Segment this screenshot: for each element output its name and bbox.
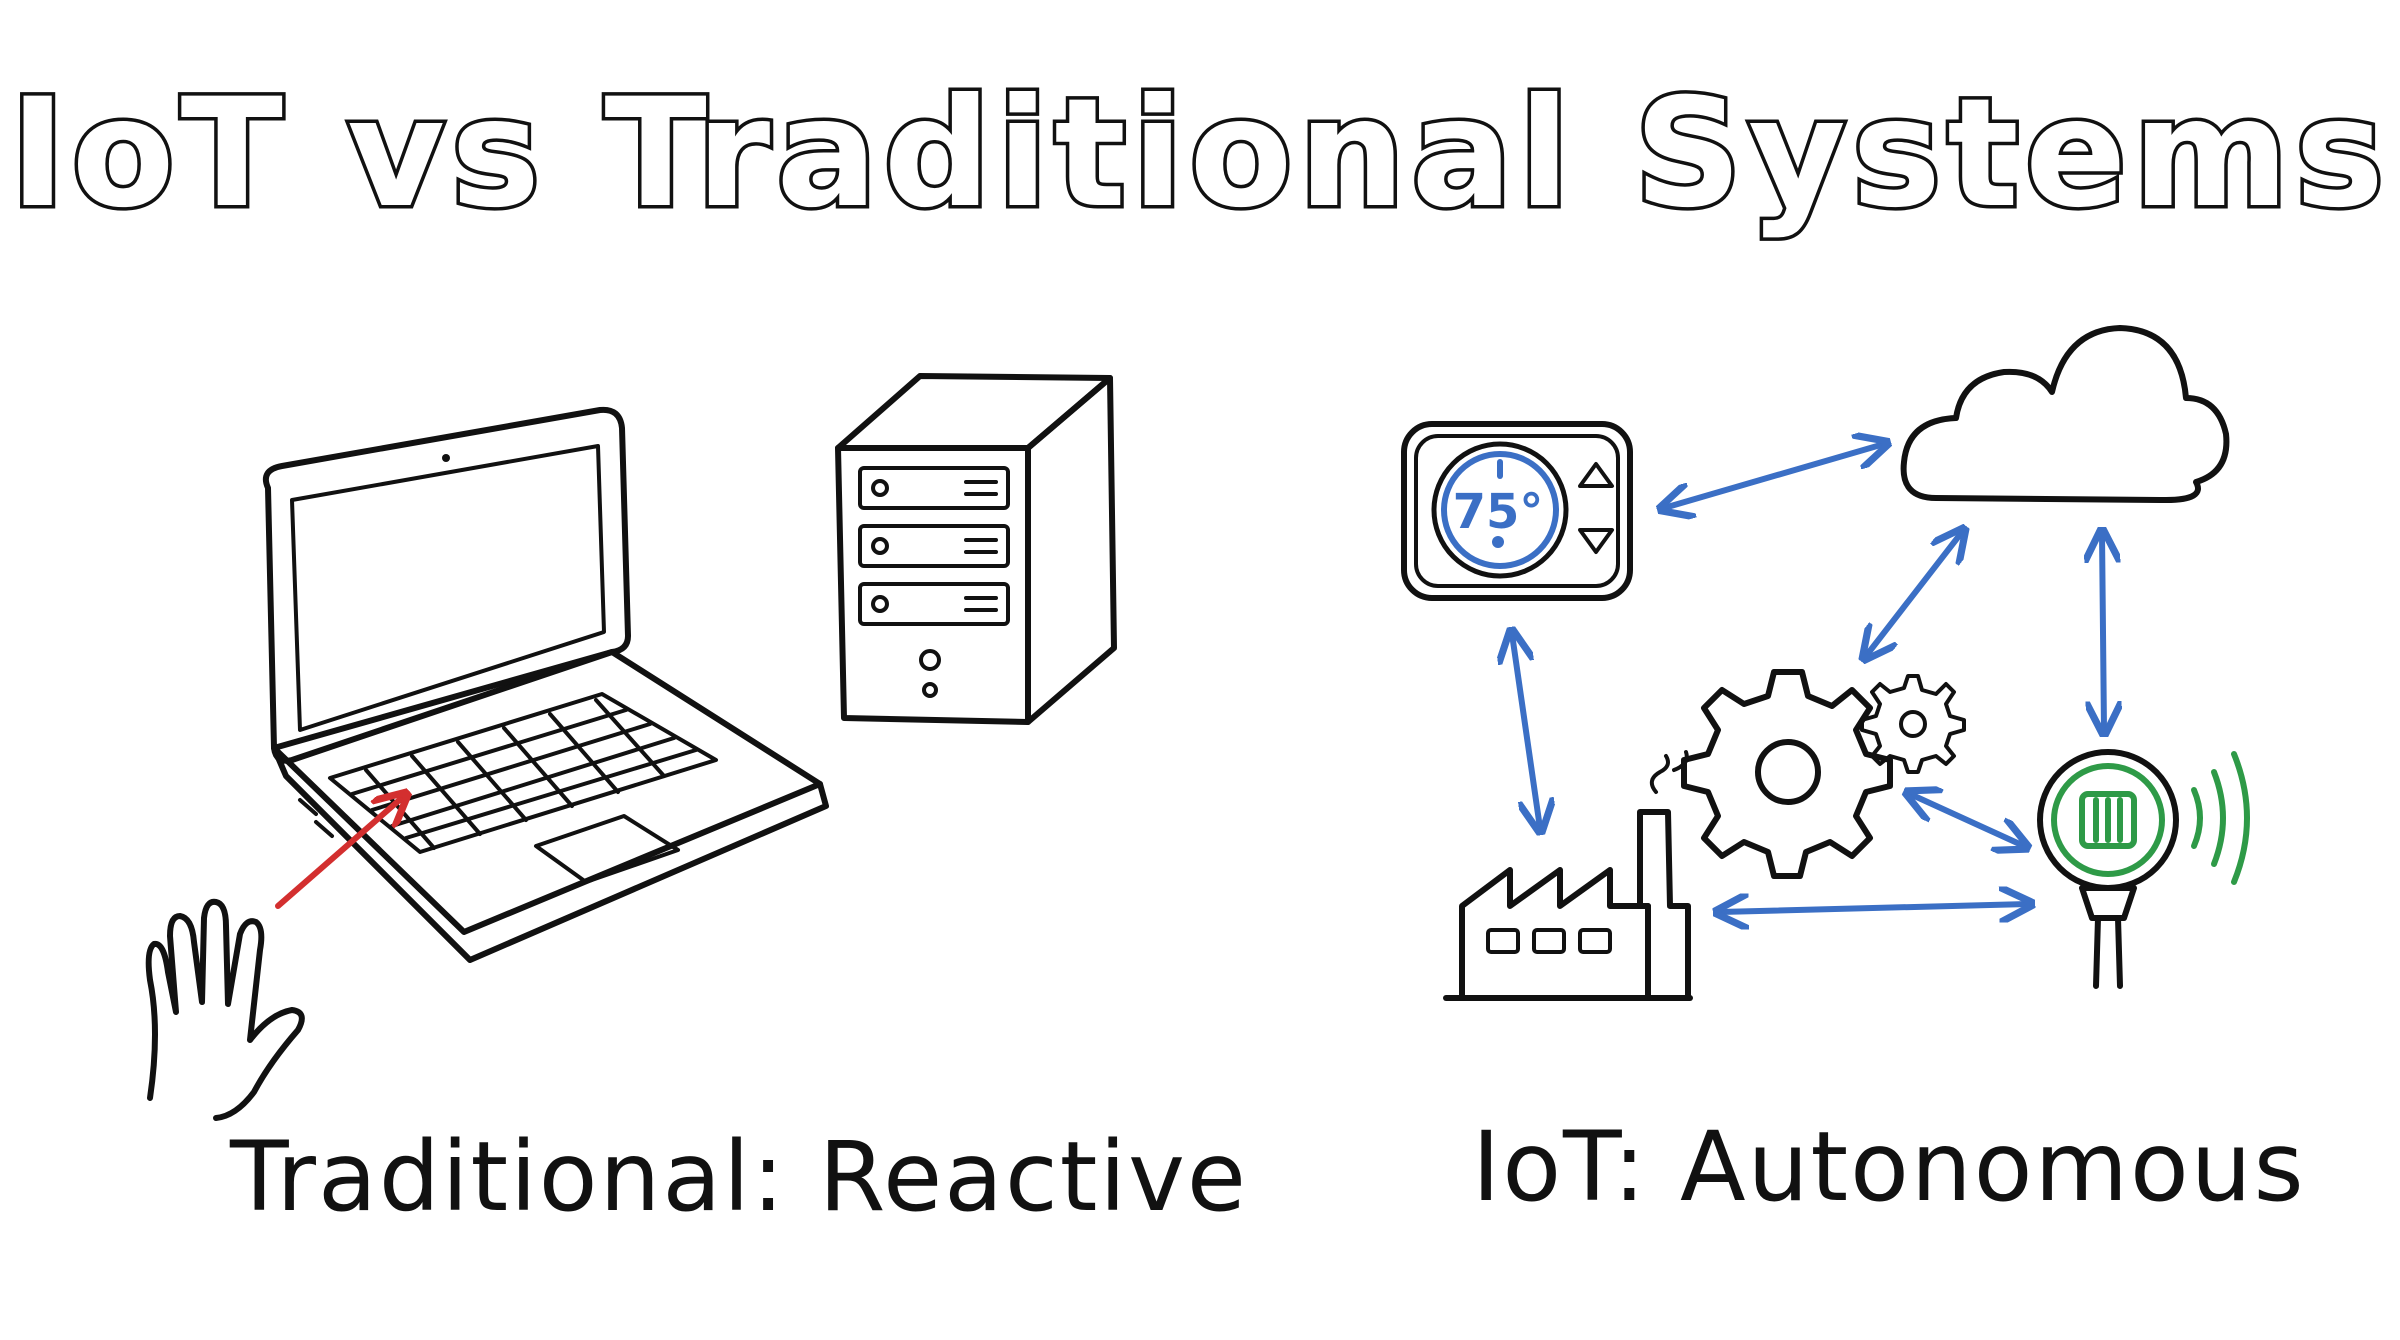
laptop-icon	[262, 406, 829, 963]
server-tower-icon	[835, 373, 1117, 725]
arrow-factory-sensor	[1720, 904, 2028, 912]
iot-caption: IoT: Autonomous	[1472, 1111, 2306, 1223]
hand-icon	[145, 898, 305, 1121]
wireless-sensor-icon	[2037, 749, 2250, 989]
arrow-gears-sensor	[1910, 794, 2024, 846]
gears-icon	[1681, 669, 1966, 879]
thermostat-icon: 75°	[1401, 421, 1633, 601]
cloud-icon	[1900, 325, 2230, 503]
arrow-cloud-sensor	[2102, 534, 2104, 730]
page-title: IoT vs Traditional Systems	[10, 67, 2390, 241]
arrow-gears-cloud	[1866, 532, 1962, 656]
iot-connections	[1512, 444, 2104, 912]
traditional-caption: Traditional: Reactive	[229, 1121, 1248, 1233]
factory-icon	[1443, 750, 1693, 1001]
thermostat-reading: 75°	[1453, 484, 1544, 540]
user-input-arrow	[275, 796, 404, 909]
arrow-thermostat-cloud	[1664, 444, 1884, 508]
arrow-thermostat-factory	[1512, 634, 1540, 828]
